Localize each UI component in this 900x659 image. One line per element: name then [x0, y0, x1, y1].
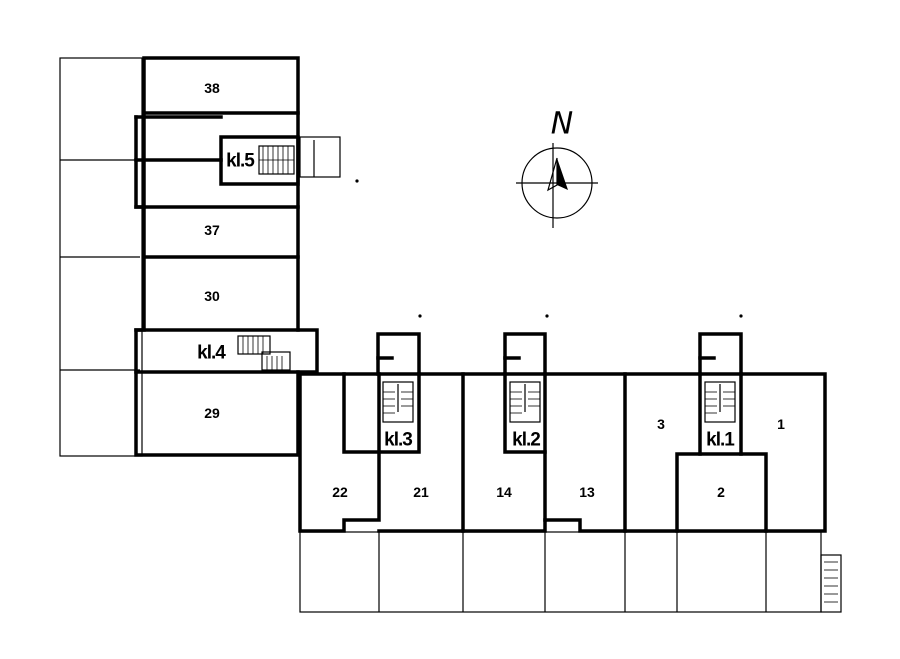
west-wing-balconies — [59, 57, 143, 457]
staircase-kl3 — [342, 314, 422, 454]
unit-label-1: 1 — [777, 416, 785, 432]
unit-label-21: 21 — [413, 484, 429, 500]
staircase-kl1 — [698, 314, 743, 456]
unit-label-13: 13 — [579, 484, 595, 500]
unit-label-30: 30 — [204, 288, 220, 304]
west-wing-walls — [134, 56, 319, 457]
staircase-label-kl3: kl.3 — [384, 430, 412, 451]
staircase-label-kl4: kl.4 — [197, 343, 226, 364]
unit-labels: 38 37 30 29 22 21 14 13 3 1 2 — [204, 80, 785, 500]
unit-label-38: 38 — [204, 80, 220, 96]
unit-label-29: 29 — [204, 405, 220, 421]
east-wing-walls — [298, 372, 827, 533]
staircase-kl2 — [503, 314, 549, 454]
unit-label-2: 2 — [717, 484, 725, 500]
staircase-labels: kl.5 kl.4 kl.3 kl.2 kl.1 — [197, 151, 736, 451]
staircase-label-kl2: kl.2 — [512, 430, 540, 451]
staircase-label-kl5: kl.5 — [226, 151, 255, 172]
staircase-kl5 — [219, 135, 359, 186]
staircase-label-kl1: kl.1 — [706, 430, 735, 451]
unit-label-14: 14 — [496, 484, 512, 500]
unit-label-3: 3 — [657, 416, 665, 432]
unit-label-22: 22 — [332, 484, 348, 500]
unit-label-37: 37 — [204, 222, 220, 238]
staircase-kl4 — [237, 335, 291, 371]
north-compass-icon: N — [516, 107, 598, 228]
north-label: N — [551, 107, 573, 142]
east-wing-balconies — [299, 531, 842, 613]
